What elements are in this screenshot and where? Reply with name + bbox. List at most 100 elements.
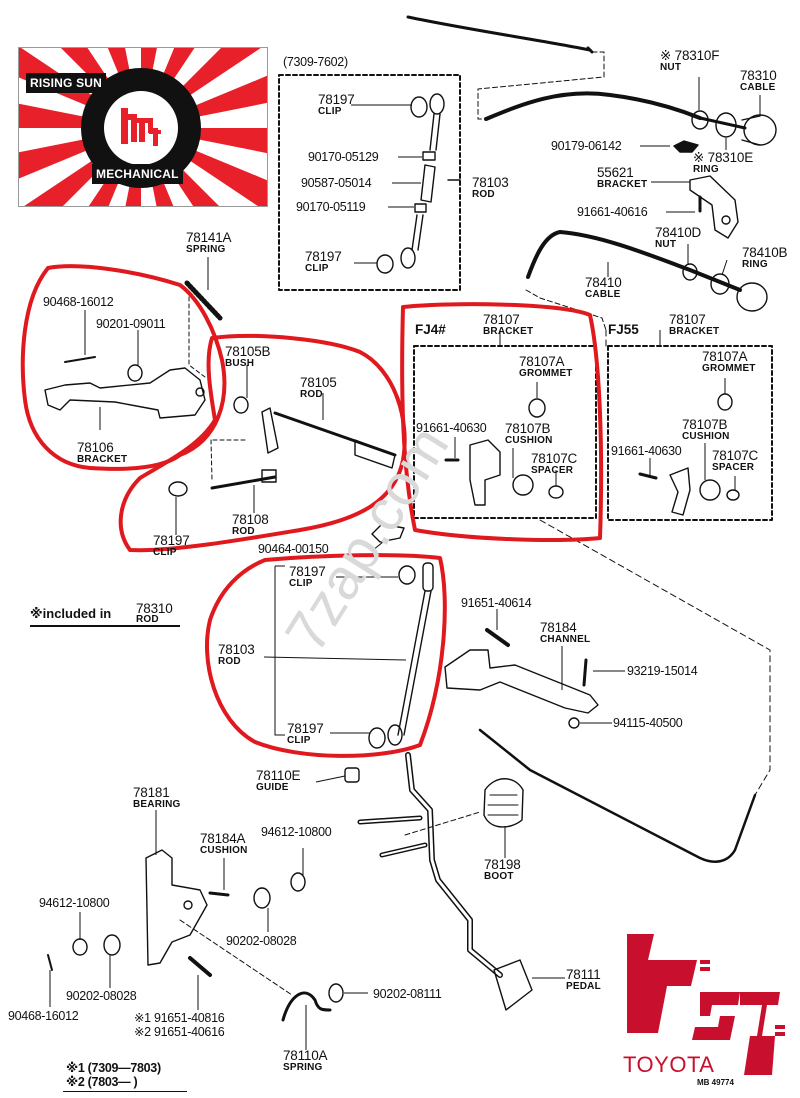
part-name: CLIP — [153, 546, 177, 558]
part-number: 78410 — [585, 275, 622, 290]
part-label[interactable]: 90201-09011 — [96, 318, 166, 331]
part-number: 78181 — [133, 785, 170, 800]
part-label[interactable]: 90179-06142 — [551, 140, 622, 153]
part-label[interactable]: 90468-16012 — [43, 296, 114, 309]
cushion-fj4x-drawing — [512, 474, 534, 496]
part-name: BRACKET — [483, 325, 534, 337]
toyota-logo-small-icon — [121, 108, 161, 146]
part-label[interactable]: 90464-00150 — [258, 543, 329, 556]
clip-78197-rodbot-drawing — [368, 727, 386, 749]
part-name: CLIP — [287, 734, 311, 746]
part-label[interactable]: 90202-08111 — [373, 988, 442, 1001]
part-label[interactable]: 91661-40630 — [416, 422, 487, 435]
part-number: 90202-08111 — [373, 987, 442, 1001]
part-label[interactable]: 94115-40500 — [613, 716, 683, 730]
part-name: SPACER — [712, 461, 755, 473]
toyota-wordmark: TOYOTA — [623, 1052, 715, 1077]
part-number: 90468-16012 — [8, 1009, 79, 1023]
part-number: 90170-05119 — [296, 200, 366, 214]
part-label[interactable]: 91651-40614 — [461, 596, 532, 610]
part-label[interactable]: 90202-08028 — [226, 935, 297, 948]
bracket-55621-drawing — [689, 175, 739, 239]
highlight-lower-rod-group — [205, 553, 447, 758]
part-label[interactable]: 90170-05119 — [296, 200, 366, 214]
period-note-2: ※2 (7803— ) — [66, 1075, 138, 1089]
washer-90202-08111-drawing — [328, 983, 344, 1003]
part-label[interactable]: 94612-10800 — [39, 897, 110, 910]
grommet-fj55-drawing — [717, 393, 733, 411]
part-label[interactable]: ※2 91651-40616 — [134, 1026, 225, 1039]
part-number: 91661-40630 — [611, 444, 682, 458]
washer-90202-08028-r-drawing — [253, 887, 271, 909]
part-name: NUT — [655, 238, 677, 250]
part-label[interactable]: ※1 91651-40816 — [134, 1012, 225, 1025]
part-number: 91651-40614 — [461, 596, 532, 610]
nut-78410d-drawing — [682, 263, 698, 281]
rising-sun-logo: RISING SUN MECHANICAL — [18, 47, 268, 207]
bolt-91651-40816-drawing — [188, 956, 212, 977]
part-name: SPACER — [531, 464, 574, 476]
clip-78197-mid-drawing — [168, 481, 188, 497]
part-number: 78107 — [483, 312, 520, 327]
part-label[interactable]: 93219-15014 — [627, 664, 698, 678]
part-label[interactable]: 90202-08028 — [66, 990, 137, 1003]
leader-lines — [49, 77, 761, 1050]
fj55-boundary — [607, 345, 773, 521]
part-number: 93219-15014 — [627, 664, 698, 678]
dashed-leader — [477, 51, 605, 120]
part-label[interactable]: 91661-40616 — [577, 206, 648, 219]
part-number: 78107B — [682, 417, 728, 432]
part-name: CABLE — [585, 288, 621, 300]
toyota-logo-icon — [627, 934, 785, 1075]
rod-78108-drawing — [210, 475, 277, 490]
part-name: NUT — [660, 61, 682, 73]
part-number: 78197 — [318, 92, 355, 107]
part-number: 94115-40500 — [613, 716, 683, 730]
clip-78197-rodtop-drawing — [398, 565, 416, 585]
part-name: BRACKET — [669, 325, 720, 337]
part-name: GROMMET — [519, 367, 573, 379]
part-number: 94612-10800 — [261, 825, 332, 839]
part-label[interactable]: 94612-10800 — [261, 825, 332, 839]
part-label[interactable]: 91661-40630 — [611, 444, 682, 458]
washer-90202-08028-l-drawing — [103, 934, 121, 956]
part-label[interactable]: 90468-16012 — [8, 1009, 79, 1023]
part-label[interactable]: 90587-05014 — [301, 177, 372, 190]
screw-93219-drawing — [582, 658, 588, 687]
part-label[interactable]: 90170-05129 — [308, 151, 379, 164]
